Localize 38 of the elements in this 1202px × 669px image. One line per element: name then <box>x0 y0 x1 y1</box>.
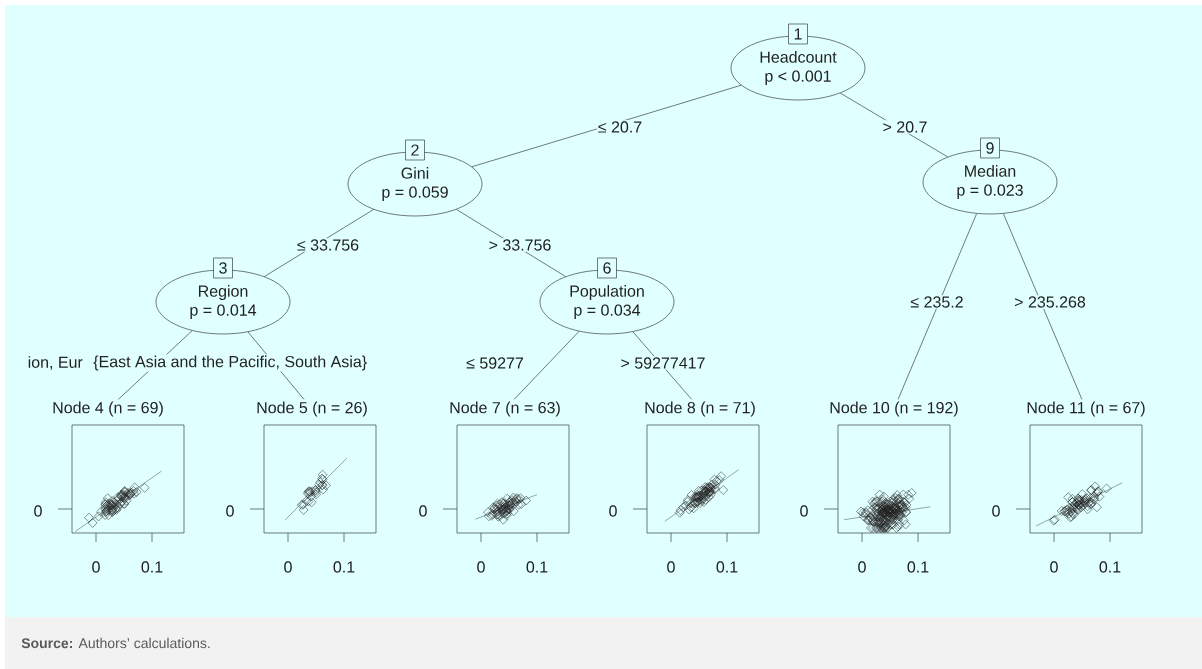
branch-line <box>1003 213 1083 400</box>
branch-line <box>513 331 580 400</box>
edge-label: ion, Eur <box>26 355 84 371</box>
node-title: Node 4 (n = 69) <box>53 401 163 417</box>
tick-label: 0 <box>226 505 234 517</box>
edge-label: ≤ 20.7 <box>596 120 644 134</box>
tick-label: 0.1 <box>1099 561 1121 573</box>
edge-label: > 33.756 <box>487 238 553 252</box>
tick-label: 0 <box>609 505 617 517</box>
branch-line <box>471 84 742 168</box>
tick-label: 0.1 <box>526 561 548 573</box>
node-title: Node 8 (n = 71) <box>645 401 755 417</box>
tick-label: 0.1 <box>907 561 929 573</box>
edge-label: > 235.268 <box>1013 295 1087 309</box>
tick-label: 0 <box>800 505 808 517</box>
tick-label: 0 <box>477 561 485 573</box>
node-title: Node 5 (n = 26) <box>257 401 367 417</box>
tick-label: 0 <box>858 561 866 573</box>
tick-label: 0 <box>419 505 427 517</box>
edge-label: > 59277417 <box>619 356 707 370</box>
node-title: Node 11 (n = 67) <box>1027 401 1145 417</box>
edge-label: ≤ 33.756 <box>295 238 361 252</box>
node-title: Node 7 (n = 63) <box>450 401 560 417</box>
tick-label: 0 <box>992 505 1000 517</box>
edge-label: ≤ 59277 <box>465 356 525 370</box>
caption: Source: Authors’ calculations. <box>21 637 210 649</box>
tick-label: 0.1 <box>141 561 163 573</box>
tick-label: 0.1 <box>333 561 355 573</box>
branch-line <box>897 213 977 400</box>
tick-label: 0 <box>667 561 675 573</box>
tick-label: 0 <box>284 561 292 573</box>
edge-label: ≤ 235.2 <box>909 295 965 309</box>
tick-label: 0.1 <box>716 561 738 573</box>
node-title: Node 10 (n = 192) <box>830 401 958 417</box>
edge-label: > 20.7 <box>881 120 929 134</box>
tick-label: 0 <box>1050 561 1058 573</box>
tick-label: 0 <box>34 505 42 517</box>
tick-label: 0 <box>92 561 100 573</box>
